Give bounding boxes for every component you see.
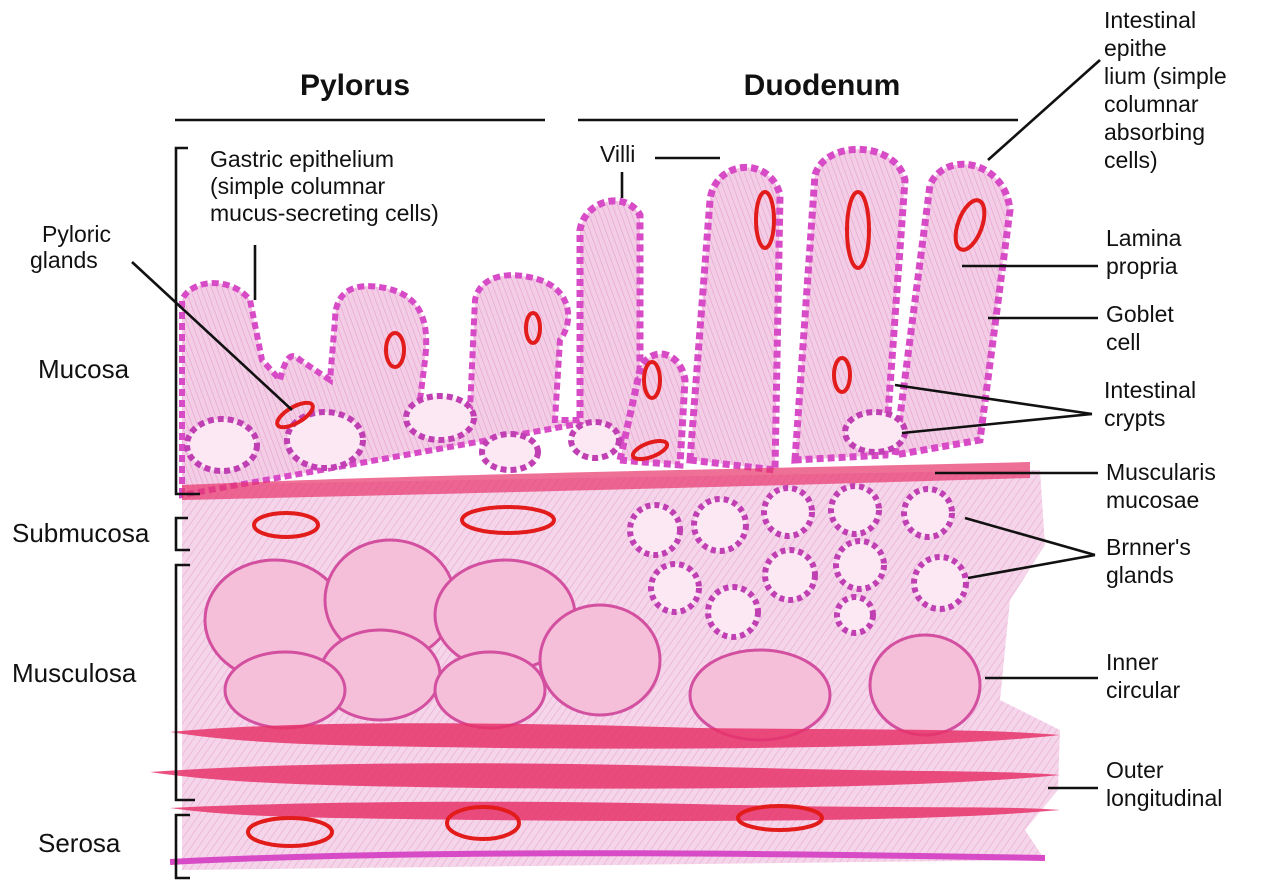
region-serosa: Serosa: [38, 828, 121, 858]
label-brunners-glands: Brnner's glands: [1106, 534, 1197, 588]
label-intestinal-crypts: Intestinal crypts: [1104, 377, 1202, 431]
duodenum-villi: [571, 149, 1010, 470]
label-villi: Villi: [600, 141, 635, 167]
heading-pylorus: Pylorus: [300, 69, 410, 102]
leader-intestinal-epithelium: [988, 60, 1100, 160]
pylorus-mucosa: [182, 275, 600, 495]
label-pyloric-glands: Pyloric glands: [30, 221, 117, 273]
label-goblet-cell: Goblet cell: [1106, 301, 1180, 355]
heading-duodenum: Duodenum: [744, 69, 901, 102]
region-musculosa: Musculosa: [12, 658, 137, 688]
label-gastric-epithelium: Gastric epithelium (simple columnar mucu…: [210, 146, 439, 226]
label-intestinal-epithelium: Intestinal epithe lium (simple columnar …: [1104, 7, 1233, 173]
label-muscularis-mucosae: Muscularis mucosae: [1106, 459, 1222, 513]
region-submucosa: Submucosa: [12, 518, 150, 548]
label-lamina-propria: Lamina propria: [1106, 225, 1188, 279]
headings: Pylorus Duodenum: [175, 69, 1018, 120]
label-inner-circular: Inner circular: [1106, 649, 1180, 703]
tissue-section: [150, 149, 1060, 870]
label-outer-longitudinal: Outer longitudinal: [1106, 757, 1222, 811]
region-mucosa: Mucosa: [38, 354, 130, 384]
